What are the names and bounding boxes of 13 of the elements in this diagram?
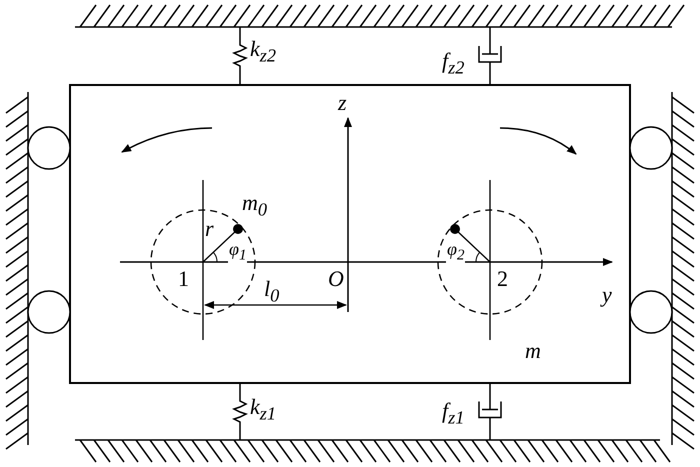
damping-label: f$_{z2}$ xyxy=(442,50,464,77)
mass-label: m xyxy=(525,340,541,362)
axis-label: z xyxy=(338,92,347,114)
spring-constant-label: k$_{z1}$ xyxy=(250,396,276,423)
axis-label: y xyxy=(602,284,612,306)
dimension-label: l$_{0}$ xyxy=(264,278,280,305)
mass-label: m$_{0}$ xyxy=(242,192,268,219)
spring-constant-label: k$_{z2}$ xyxy=(250,38,276,65)
center-number: 2 xyxy=(497,268,508,290)
radius-label: r xyxy=(205,218,214,240)
origin-label: O xyxy=(328,268,344,290)
center-number: 1 xyxy=(178,268,189,290)
damping-label: f$_{z1}$ xyxy=(442,400,464,427)
